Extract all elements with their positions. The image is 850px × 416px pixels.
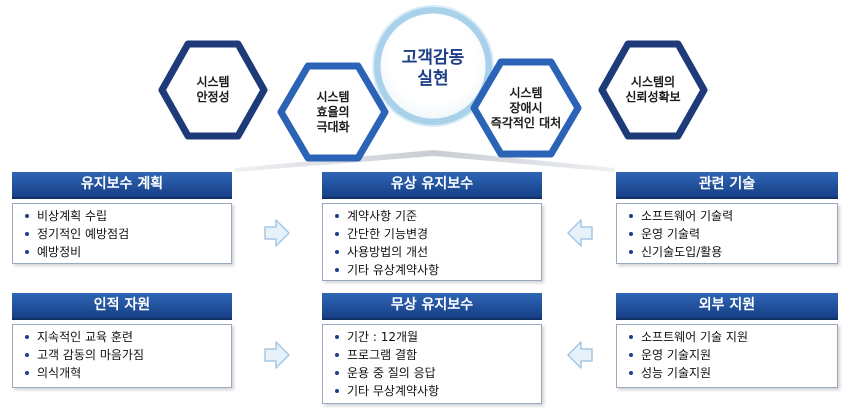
panel-maintenance-plan: 유지보수 계획 비상계획 수립 정기적인 예방점검 예방정비	[12, 172, 232, 264]
arrow-left-icon	[567, 219, 593, 247]
list-item: 기타 무상계약사항	[333, 382, 531, 400]
list-item: 기간 : 12개월	[333, 328, 531, 346]
hexagon-line: 시스템	[316, 89, 350, 104]
list-item: 운영 기술력	[627, 225, 827, 243]
list-item: 신기술도입/활용	[627, 243, 827, 261]
panel-body: 소프트웨어 기술 지원 운영 기술지원 성능 기술지원	[616, 324, 838, 388]
hexagon-line: 극대화	[316, 119, 350, 134]
list-item: 간단한 기능변경	[333, 225, 531, 243]
list-item: 고객 감동의 마음가짐	[23, 346, 221, 364]
list-item: 정기적인 예방점검	[23, 225, 221, 243]
panel-title: 외부 지원	[616, 293, 838, 318]
arrow-right-icon	[264, 219, 290, 247]
hexagon-shape	[158, 40, 268, 140]
list-item: 성능 기술지원	[627, 364, 827, 382]
list-item: 소프트웨어 기술 지원	[627, 328, 827, 346]
list-item: 계약사항 기준	[333, 207, 531, 225]
panel-body: 비상계획 수립 정기적인 예방점검 예방정비	[12, 203, 232, 264]
panel-body: 계약사항 기준 간단한 기능변경 사용방법의 개선 기타 유상계약사항	[322, 203, 542, 281]
hexagon-shape	[598, 40, 708, 140]
hexagon-line: 장애시	[509, 100, 543, 115]
panel-body: 소프트웨어 기술력 운영 기술력 신기술도입/활용	[616, 203, 838, 264]
list-item: 운영 기술지원	[627, 346, 827, 364]
panel-external-support: 외부 지원 소프트웨어 기술 지원 운영 기술지원 성능 기술지원	[616, 293, 838, 388]
panel-title: 관련 기술	[616, 172, 838, 197]
arrow-left-icon	[567, 341, 593, 369]
panel-title: 유상 유지보수	[322, 172, 542, 197]
hexagon-line: 시스템의	[630, 75, 676, 89]
panel-title: 인적 자원	[12, 293, 232, 318]
hexagon-reliability: 시스템의 신뢰성확보	[598, 40, 708, 140]
list-item: 지속적인 교육 훈련	[23, 328, 221, 346]
panel-free-maintenance: 무상 유지보수 기간 : 12개월 프로그램 결함 운용 중 질의 응답 기타 …	[322, 293, 542, 404]
center-line: 실현	[417, 69, 449, 89]
hexagon-line: 시스템	[196, 75, 230, 89]
hexagon-line: 시스템	[509, 85, 543, 100]
hexagon-system-stability: 시스템 안정성	[158, 40, 268, 140]
hexagon-line: 안정성	[196, 90, 230, 104]
hexagon-line: 효율의	[316, 104, 350, 119]
list-item: 운용 중 질의 응답	[333, 364, 531, 382]
list-item: 예방정비	[23, 243, 221, 261]
hexagon-shape	[470, 58, 582, 158]
hexagon-immediate-response: 시스템 장애시 즉각적인 대처	[470, 58, 582, 158]
panel-human-resources: 인적 자원 지속적인 교육 훈련 고객 감동의 마음가짐 의식개혁	[12, 293, 232, 388]
list-item: 사용방법의 개선	[333, 243, 531, 261]
center-line: 고객감동	[401, 48, 465, 68]
hexagon-shape	[277, 62, 389, 162]
panel-body: 지속적인 교육 훈련 고객 감동의 마음가짐 의식개혁	[12, 324, 232, 388]
list-item: 비상계획 수립	[23, 207, 221, 225]
panel-paid-maintenance: 유상 유지보수 계약사항 기준 간단한 기능변경 사용방법의 개선 기타 유상계…	[322, 172, 542, 281]
panel-title: 유지보수 계획	[12, 172, 232, 197]
panel-related-tech: 관련 기술 소프트웨어 기술력 운영 기술력 신기술도입/활용	[616, 172, 838, 264]
circle-shape	[372, 5, 494, 127]
list-item: 의식개혁	[23, 364, 221, 382]
list-item: 기타 유상계약사항	[333, 261, 531, 279]
hexagon-line: 신뢰성확보	[625, 90, 681, 104]
panel-body: 기간 : 12개월 프로그램 결함 운용 중 질의 응답 기타 무상계약사항	[322, 324, 542, 404]
hexagon-line: 즉각적인 대처	[490, 115, 562, 130]
arrow-right-icon	[264, 341, 290, 369]
hexagon-efficiency: 시스템 효율의 극대화	[277, 62, 389, 162]
list-item: 소프트웨어 기술력	[627, 207, 827, 225]
panel-title: 무상 유지보수	[322, 293, 542, 318]
list-item: 프로그램 결함	[333, 346, 531, 364]
customer-satisfaction-circle: 고객감동 실현	[372, 5, 494, 127]
